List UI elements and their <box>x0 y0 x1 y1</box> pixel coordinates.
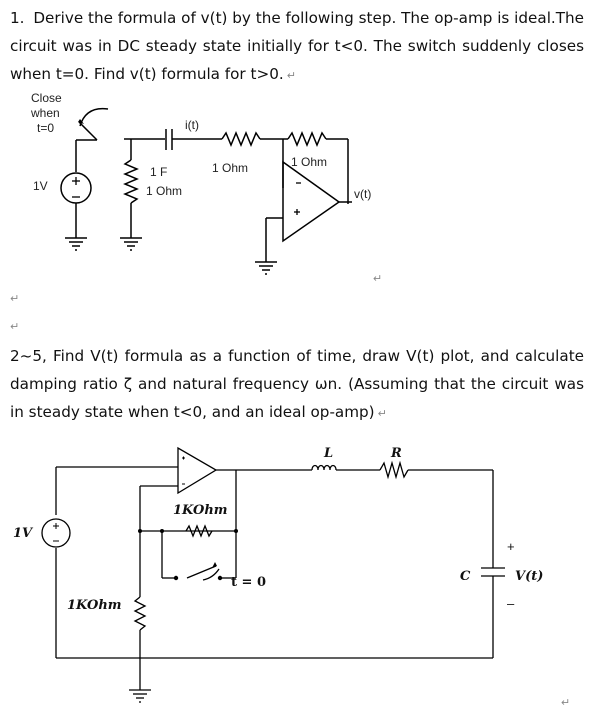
ground-resistor-label: 1KOhm <box>67 598 122 613</box>
voltage-source-2 <box>41 518 71 548</box>
return-mark: ↵ <box>10 292 20 305</box>
opamp-1 <box>282 160 341 243</box>
series-resistor-1 <box>221 131 261 147</box>
switch-label-line3: t=0 <box>37 121 54 135</box>
feedback-resistor-label-2: 1KOhm <box>173 503 228 518</box>
circuit2-diagram: L R 1KOhm 1V t = 0 1KOhm C V(t) + – ↵ <box>13 446 570 709</box>
series-resistor-label: 1 Ohm <box>212 161 248 175</box>
return-mark: ↵ <box>373 273 382 285</box>
capacitor-label-1: 1 F <box>150 165 167 179</box>
shunt-resistor-1 <box>123 159 139 204</box>
output-label-2: V(t) <box>515 569 543 584</box>
problem2-text: 2~5, Find V(t) formula as a function of … <box>10 342 584 428</box>
return-mark: ↵ <box>10 320 20 333</box>
source-label-2: 1V <box>13 526 34 541</box>
output-minus-sign: – <box>507 596 515 611</box>
problem1-text: 1. Derive the formula of v(t) by the fol… <box>10 4 584 90</box>
resistor-2 <box>379 460 409 480</box>
resistor-label: R <box>390 446 402 461</box>
feedback-resistor-2 <box>185 524 213 538</box>
shunt-resistor-label: 1 Ohm <box>146 184 182 198</box>
feedback-resistor-label: 1 Ohm <box>291 155 327 169</box>
return-mark: ↵ <box>377 407 387 420</box>
source-label-1: 1V <box>33 179 48 193</box>
switch-2 <box>186 565 217 579</box>
switch-label: t = 0 <box>231 575 266 590</box>
inductor-label: L <box>323 446 333 461</box>
output-plus-sign: + <box>507 539 515 554</box>
circuit1-diagram: Close when t=0 1V i(t) 1 F 1 Ohm 1 Ohm 1… <box>30 91 382 285</box>
switch-label-line1: Close <box>31 91 62 105</box>
opamp-2 <box>177 446 218 495</box>
switch-label-line2: when <box>30 106 60 120</box>
problem1-body: Derive the formula of v(t) by the follow… <box>10 9 584 83</box>
return-mark: ↵ <box>561 697 570 709</box>
current-label: i(t) <box>185 118 199 132</box>
inductor-2 <box>311 464 337 471</box>
ground-resistor-2 <box>133 596 147 631</box>
return-mark: ↵ <box>286 69 296 82</box>
capacitor-label-2: C <box>460 569 471 584</box>
feedback-resistor-1 <box>287 131 327 147</box>
problem1-number: 1. <box>10 9 25 27</box>
output-label-1: v(t) <box>354 187 371 201</box>
problem2-body: 2~5, Find V(t) formula as a function of … <box>10 347 584 421</box>
